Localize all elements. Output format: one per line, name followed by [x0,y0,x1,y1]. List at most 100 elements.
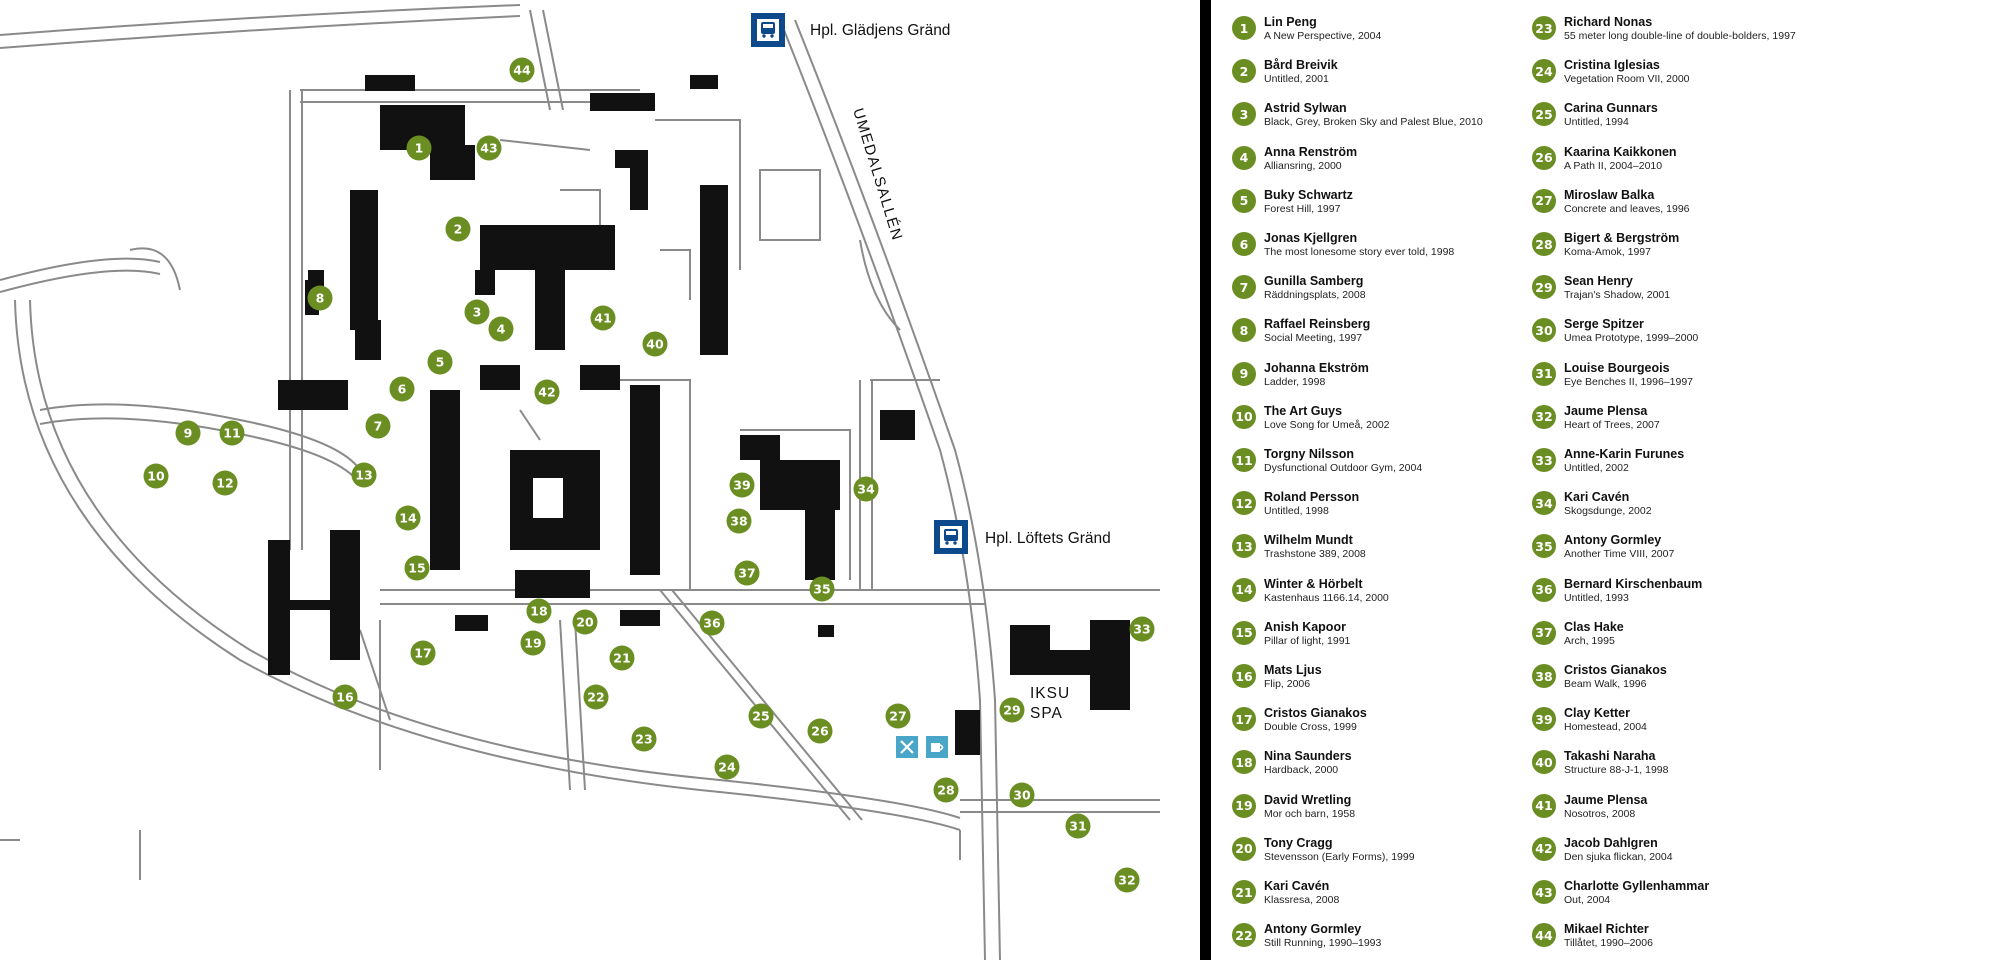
artwork-marker[interactable]: 18 [526,598,552,624]
artwork-marker[interactable]: 32 [1114,867,1140,893]
artwork-marker[interactable]: 25 [748,703,774,729]
artwork-marker[interactable]: 21 [609,645,635,671]
artwork-marker[interactable]: 10 [143,463,169,489]
artwork-marker[interactable]: 26 [807,718,833,744]
artwork-marker[interactable]: 6 [389,376,415,402]
artwork-marker[interactable]: 30 [1009,782,1035,808]
legend-artist: Torgny Nilsson [1264,447,1355,461]
artwork-marker[interactable]: 44 [509,57,535,83]
artwork-marker[interactable]: 11 [219,420,245,446]
marker-number: 7 [374,419,383,434]
artwork-marker[interactable]: 5 [427,349,453,375]
artwork-marker[interactable]: 7 [365,413,391,439]
artwork-marker[interactable]: 24 [714,754,740,780]
artwork-marker[interactable]: 16 [332,684,358,710]
artwork-marker[interactable]: 37 [734,560,760,586]
artwork-marker[interactable]: 3 [464,299,490,325]
artwork-marker[interactable]: 17 [410,640,436,666]
legend-number-badge: 1 [1232,16,1256,40]
artwork-marker[interactable]: 4 [488,316,514,342]
artwork-marker[interactable]: 15 [404,555,430,581]
legend-number-badge: 29 [1532,275,1556,300]
artwork-marker[interactable]: 19 [520,630,546,656]
artwork-marker[interactable]: 36 [699,610,725,636]
artwork-marker[interactable]: 38 [726,508,752,534]
marker-circle [406,135,432,161]
legend-artwork: Flip, 2006 [1264,678,1311,690]
artwork-marker[interactable]: 29 [999,697,1025,723]
artwork-marker[interactable]: 31 [1065,813,1091,839]
artwork-marker[interactable]: 39 [729,472,755,498]
artwork-marker[interactable]: 41 [590,305,616,331]
cafe-icon[interactable] [926,736,948,758]
artwork-marker[interactable]: 20 [572,609,598,635]
legend-artwork: Hardback, 2000 [1264,764,1339,777]
artwork-marker[interactable]: 43 [476,135,502,161]
artwork-marker[interactable]: 22 [583,684,609,710]
artwork-marker[interactable]: 27 [885,703,911,729]
artwork-marker[interactable]: 13 [351,462,377,488]
artwork-marker[interactable]: 42 [534,379,560,405]
artwork-marker[interactable]: 40 [642,331,668,357]
artwork-marker[interactable]: 8 [307,285,333,311]
artwork-marker[interactable]: 2 [445,216,471,242]
artwork-marker[interactable]: 23 [631,726,657,752]
restaurant-icon[interactable] [896,736,918,758]
artwork-marker[interactable]: 28 [933,777,959,803]
artwork-marker[interactable]: 33 [1129,616,1155,642]
artwork-marker[interactable]: 9 [175,420,201,446]
artwork-marker[interactable]: 14 [395,505,421,531]
bus-stop-gladjens[interactable]: Hpl. Glädjens Gränd [751,13,950,47]
legend-artwork: Nosotros, 2008 [1564,807,1636,820]
artwork-marker[interactable]: 12 [212,470,238,496]
artwork-marker[interactable]: 35 [809,576,835,602]
artwork-marker[interactable]: 34 [853,476,879,502]
bus-stop-loftets[interactable]: Hpl. Löftets Gränd [934,520,1111,554]
artwork-marker[interactable]: 1 [406,135,432,161]
